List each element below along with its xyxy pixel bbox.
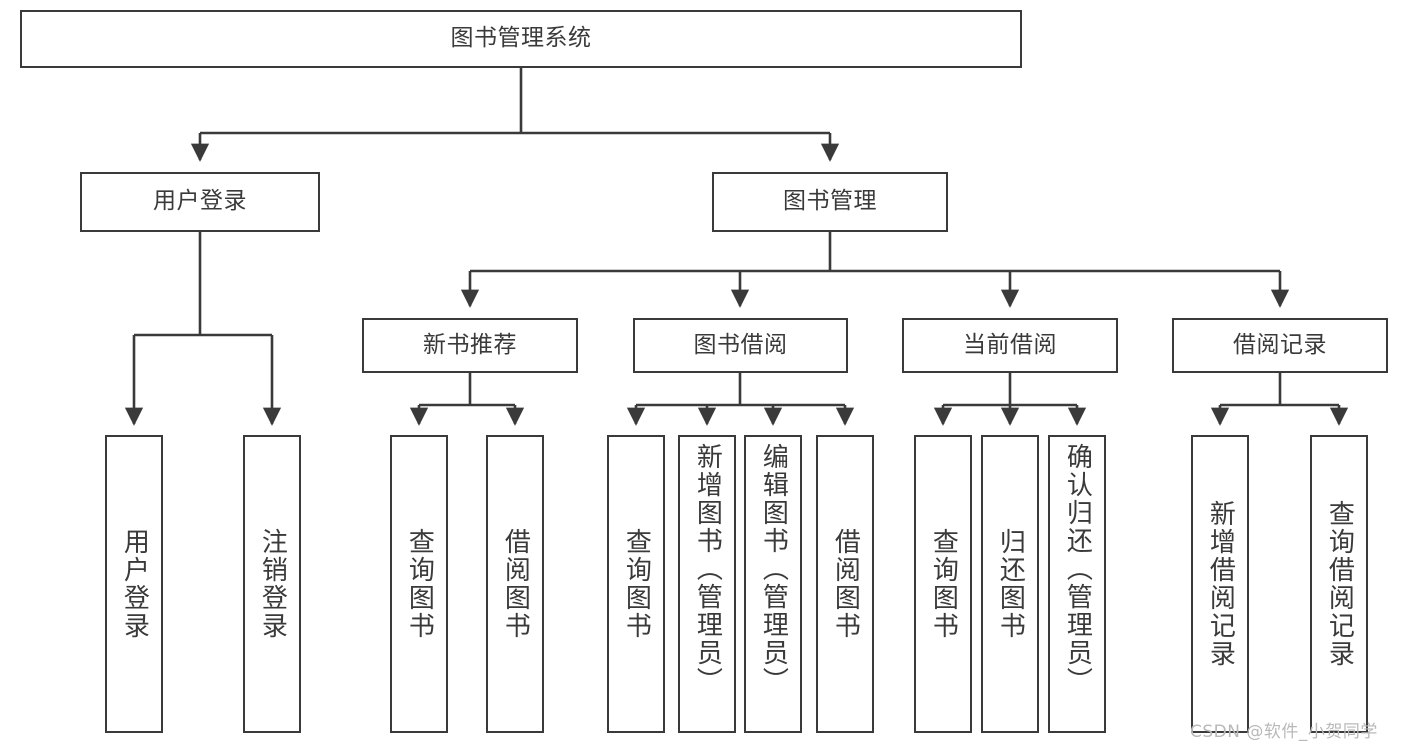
node-current-borrow[interactable]: 当前借阅	[902, 318, 1118, 373]
leaf-confirm-return-admin[interactable]: 确认归还（管理员）	[1048, 435, 1106, 733]
node-label: 用户登录	[153, 188, 247, 215]
node-root-system[interactable]: 图书管理系统	[20, 10, 1022, 68]
node-borrow-record[interactable]: 借阅记录	[1172, 318, 1388, 373]
node-label: 图书借阅	[693, 331, 788, 358]
node-book-management[interactable]: 图书管理	[712, 172, 948, 232]
leaf-query-book-recommend[interactable]: 查询图书	[390, 435, 448, 733]
leaf-borrow-book[interactable]: 借阅图书	[816, 435, 874, 733]
node-book-borrow[interactable]: 图书借阅	[633, 318, 848, 373]
node-label: 用户登录	[119, 528, 150, 640]
leaf-user-login[interactable]: 用户登录	[105, 435, 163, 733]
leaf-query-book-current[interactable]: 查询图书	[914, 435, 972, 733]
node-label: 编辑图书（管理员）	[758, 443, 789, 695]
leaf-query-book-borrow[interactable]: 查询图书	[607, 435, 665, 733]
node-label: 借阅记录	[1233, 331, 1327, 358]
node-label: 当前借阅	[963, 331, 1057, 358]
leaf-query-borrow-record[interactable]: 查询借阅记录	[1310, 435, 1368, 733]
node-label: 查询图书	[928, 528, 959, 640]
node-user-login[interactable]: 用户登录	[80, 172, 320, 232]
node-new-book-recommend[interactable]: 新书推荐	[362, 318, 578, 373]
node-label: 确认归还（管理员）	[1062, 443, 1093, 695]
node-label: 归还图书	[995, 528, 1026, 640]
csdn-watermark: CSDN @软件_小贺同学	[1190, 722, 1378, 742]
leaf-user-logout[interactable]: 注销登录	[243, 435, 301, 733]
leaf-return-book[interactable]: 归还图书	[981, 435, 1039, 733]
node-label: 查询图书	[621, 528, 652, 640]
leaf-add-borrow-record[interactable]: 新增借阅记录	[1191, 435, 1249, 733]
leaf-borrow-book-recommend[interactable]: 借阅图书	[486, 435, 544, 733]
node-label: 新增图书（管理员）	[692, 443, 723, 695]
node-label: 新增借阅记录	[1205, 500, 1236, 668]
node-label: 图书管理	[783, 188, 877, 215]
leaf-add-book-admin[interactable]: 新增图书（管理员）	[678, 435, 736, 733]
node-label: 注销登录	[257, 528, 288, 640]
node-label: 借阅图书	[500, 528, 531, 640]
node-label: 图书管理系统	[450, 25, 592, 52]
leaf-edit-book-admin[interactable]: 编辑图书（管理员）	[744, 435, 802, 733]
node-label: 借阅图书	[830, 528, 861, 640]
node-label: 查询借阅记录	[1324, 500, 1355, 668]
node-label: 查询图书	[404, 528, 435, 640]
node-label: 新书推荐	[423, 331, 517, 358]
